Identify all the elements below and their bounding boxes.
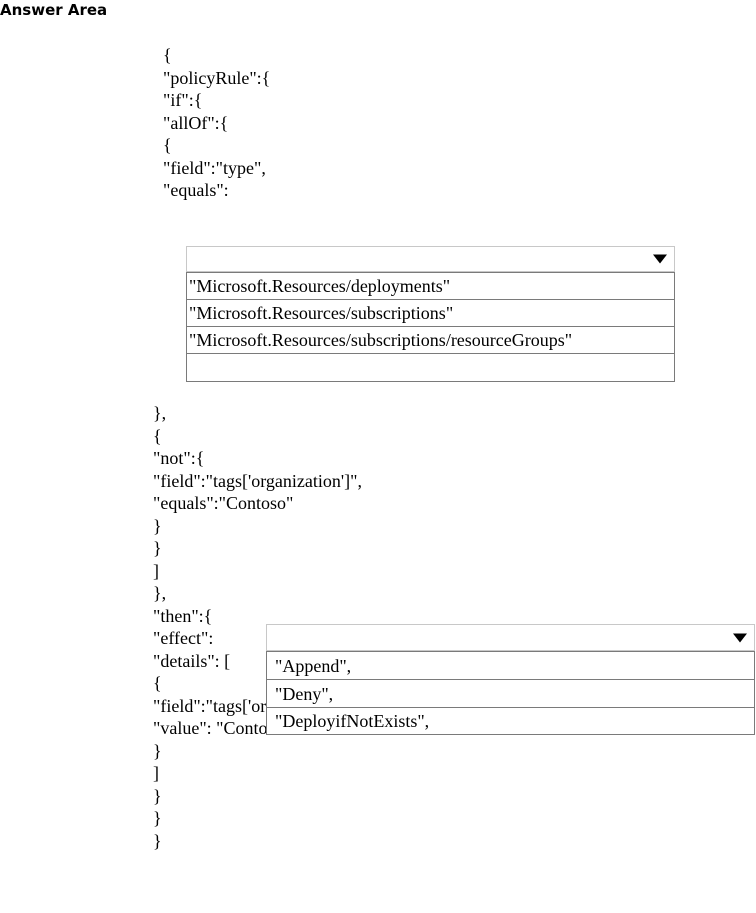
code-line: "details": [ [153,650,231,671]
code-line: } [153,740,162,761]
effect-dropdown[interactable]: "Append", "Deny", "DeployifNotExists", [266,624,755,736]
option-resource-groups[interactable]: "Microsoft.Resources/subscriptions/resou… [187,327,674,354]
code-line: }, [153,403,167,423]
code-line: } [153,830,162,851]
code-line: { [163,135,172,155]
resource-type-dropdown-header[interactable] [186,246,675,272]
chevron-down-icon[interactable] [733,633,747,642]
code-line: { [163,45,172,65]
option-append[interactable]: "Append", [267,652,754,680]
code-line: "equals": [163,180,229,200]
code-line: ] [153,560,159,581]
option-deploy-if-not-exists[interactable]: "DeployifNotExists", [275,711,430,731]
code-line: "field":"type", [163,157,266,178]
code-line: "then":{ [153,605,213,626]
code-line: "value": "Contoso" [153,718,291,738]
resource-type-options: "Microsoft.Resources/deployments" "Micro… [186,272,675,382]
code-line: "if":{ [163,90,203,110]
chevron-down-icon[interactable] [653,254,667,264]
code-line: "not":{ [153,448,205,468]
policy-code-top: { "policyRule":{ "if":{ "allOf":{ { "fie… [163,44,270,202]
effect-dropdown-header[interactable] [266,624,755,651]
code-line: "equals":"Contoso" [153,493,294,513]
option-subscriptions[interactable]: "Microsoft.Resources/subscriptions" [187,300,674,327]
code-line: }, [153,583,167,603]
code-line: } [153,515,162,536]
code-line: } [153,785,162,806]
code-line: ] [153,763,159,783]
option-empty[interactable] [187,354,674,381]
code-line: } [153,538,162,558]
option-deny[interactable]: "Deny", [267,680,754,708]
resource-type-dropdown[interactable]: "Microsoft.Resources/deployments" "Micro… [186,246,675,383]
answer-area-title: Answer Area [0,1,108,19]
option-deployments[interactable]: "Microsoft.Resources/deployments" [187,273,674,300]
code-line: "effect": [153,628,214,648]
code-line: "policyRule":{ [163,67,271,88]
code-line: } [153,808,162,828]
code-line: { [153,673,162,693]
code-line: "allOf":{ [163,112,229,133]
code-line: "field":"tags['organization']", [153,470,362,491]
effect-options: "Append", "Deny", "DeployifNotExists", [266,651,755,735]
code-line: { [153,425,162,446]
